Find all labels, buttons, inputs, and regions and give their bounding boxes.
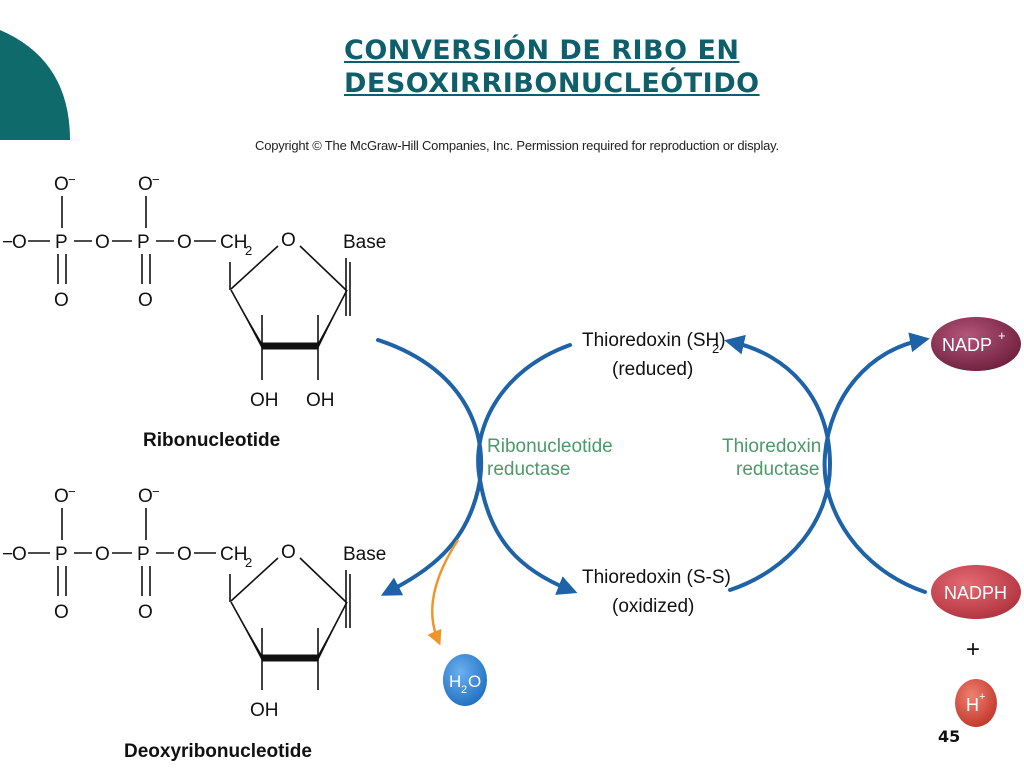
nadph-oxidation-arrow <box>822 332 930 594</box>
deoxyribonucleotide-label: Deoxyribonucleotide <box>124 741 312 762</box>
phosphate-minus-top-2: − <box>152 172 160 187</box>
corner-decoration <box>0 0 80 140</box>
phosphate-o-2: O <box>95 232 110 253</box>
water-subscript: 2 <box>461 684 467 696</box>
d-oh-label: OH <box>250 700 279 721</box>
proton-label: H <box>966 695 979 715</box>
nadp-superscript: + <box>998 328 1006 343</box>
d-phosphate-o-3: O <box>177 544 192 565</box>
deoxyribonucleotide-structure <box>28 508 351 690</box>
oh-left-label: OH <box>250 390 279 411</box>
title-line-1: CONVERSIÓN DE RIBO EN <box>344 35 740 66</box>
slide-title: CONVERSIÓN DE RIBO EN DESOXIRRIBONUCLEÓT… <box>344 34 760 100</box>
base-label: Base <box>343 232 386 253</box>
ch2-subscript: 2 <box>245 243 252 258</box>
d-ch2-label: CH <box>220 544 247 565</box>
d-phosphate-p-2: P <box>137 544 150 565</box>
water-release-arrow <box>427 539 460 646</box>
thioredoxin-reduced-subscript: 2 <box>712 341 719 356</box>
nadph-label: NADPH <box>944 583 1007 603</box>
d-ring-oxygen: O <box>281 542 296 563</box>
thioredoxin-oxidation-arrow <box>476 343 578 595</box>
thioredoxin-reductase-line2: reductase <box>736 459 819 480</box>
d-phosphate-o-bottom-1: O <box>54 602 69 623</box>
water-h-label: H <box>449 672 461 691</box>
ribonucleotide-reductase-line1: Ribonucleotide <box>487 436 613 457</box>
d-phosphate-minus-top-1: − <box>68 484 76 499</box>
nadp-pill: NADP + <box>931 317 1021 371</box>
d-phosphate-minus-top-2: − <box>152 484 160 499</box>
phosphate-o-top-2: O <box>138 174 153 195</box>
phosphate-o-bottom-1: O <box>54 290 69 311</box>
d-phosphate-o-bottom-2: O <box>138 602 153 623</box>
thioredoxin-regeneration-arrow <box>724 334 833 592</box>
plus-sign: + <box>966 636 980 663</box>
d-base-label: Base <box>343 544 386 565</box>
thioredoxin-reduced-label: Thioredoxin (SH) <box>582 330 726 351</box>
ribonucleotide-label: Ribonucleotide <box>143 430 280 451</box>
water-o-label: O <box>468 672 481 691</box>
phosphate-minus-top-1: − <box>68 172 76 187</box>
thioredoxin-reductase-line1: Thioredoxin <box>722 436 821 457</box>
d-phosphate-o-top-2: O <box>138 486 153 507</box>
water-pill: H 2 O <box>443 654 487 706</box>
phosphate-p-2: P <box>137 232 150 253</box>
phosphate-p-1: P <box>55 232 68 253</box>
oh-right-label: OH <box>306 390 335 411</box>
ribonucleotide-structure <box>28 196 351 380</box>
nadp-label: NADP <box>942 335 992 355</box>
ring-oxygen: O <box>281 230 296 251</box>
nadph-pill: NADPH <box>931 565 1021 619</box>
d-phosphate-o-2: O <box>95 544 110 565</box>
phosphate-o-bottom-2: O <box>138 290 153 311</box>
phosphate-minus-left: − <box>2 232 13 253</box>
ch2-label: CH <box>220 232 247 253</box>
ribonucleotide-reductase-line2: reductase <box>487 459 570 480</box>
phosphate-o-3: O <box>177 232 192 253</box>
title-line-2: DESOXIRRIBONUCLEÓTIDO <box>344 68 760 99</box>
d-ch2-subscript: 2 <box>245 555 252 570</box>
d-phosphate-o-top-1: O <box>54 486 69 507</box>
phosphate-o-1: O <box>12 232 27 253</box>
copyright-notice: Copyright © The McGraw-Hill Companies, I… <box>255 138 779 153</box>
reduced-label: (reduced) <box>612 359 693 380</box>
page-number: 45 <box>938 727 961 746</box>
d-phosphate-minus-left: − <box>2 544 13 565</box>
ribonucleotide-labels: − O P O P O O − O − O O CH 2 O Base OH O… <box>2 172 386 451</box>
thioredoxin-oxidized-label: Thioredoxin (S-S) <box>582 567 731 588</box>
reduction-arrow <box>376 338 484 596</box>
d-phosphate-p-1: P <box>55 544 68 565</box>
phosphate-o-top-1: O <box>54 174 69 195</box>
proton-superscript: + <box>979 691 985 703</box>
oxidized-label: (oxidized) <box>612 596 694 617</box>
proton-pill: H + <box>955 679 997 727</box>
deoxyribonucleotide-labels: − O P O P O O − O − O O CH 2 O Base OH D… <box>2 484 386 762</box>
d-phosphate-o-1: O <box>12 544 27 565</box>
